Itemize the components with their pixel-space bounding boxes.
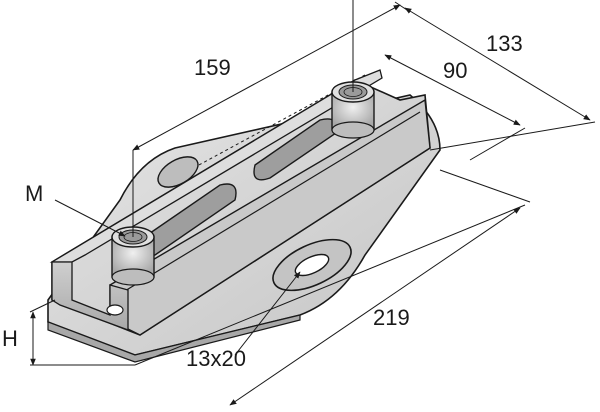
dim-label-219: 219 (373, 305, 410, 330)
dim-label-90: 90 (443, 58, 468, 83)
threaded-socket-front (111, 226, 155, 286)
height-label-h: H (2, 326, 18, 351)
slot-label-13x20: 13x20 (186, 346, 246, 371)
thread-label-m: M (25, 181, 44, 206)
dimension-lines (29, 0, 596, 406)
dim-label-133: 133 (486, 31, 523, 56)
dim-label-159: 159 (194, 55, 231, 80)
